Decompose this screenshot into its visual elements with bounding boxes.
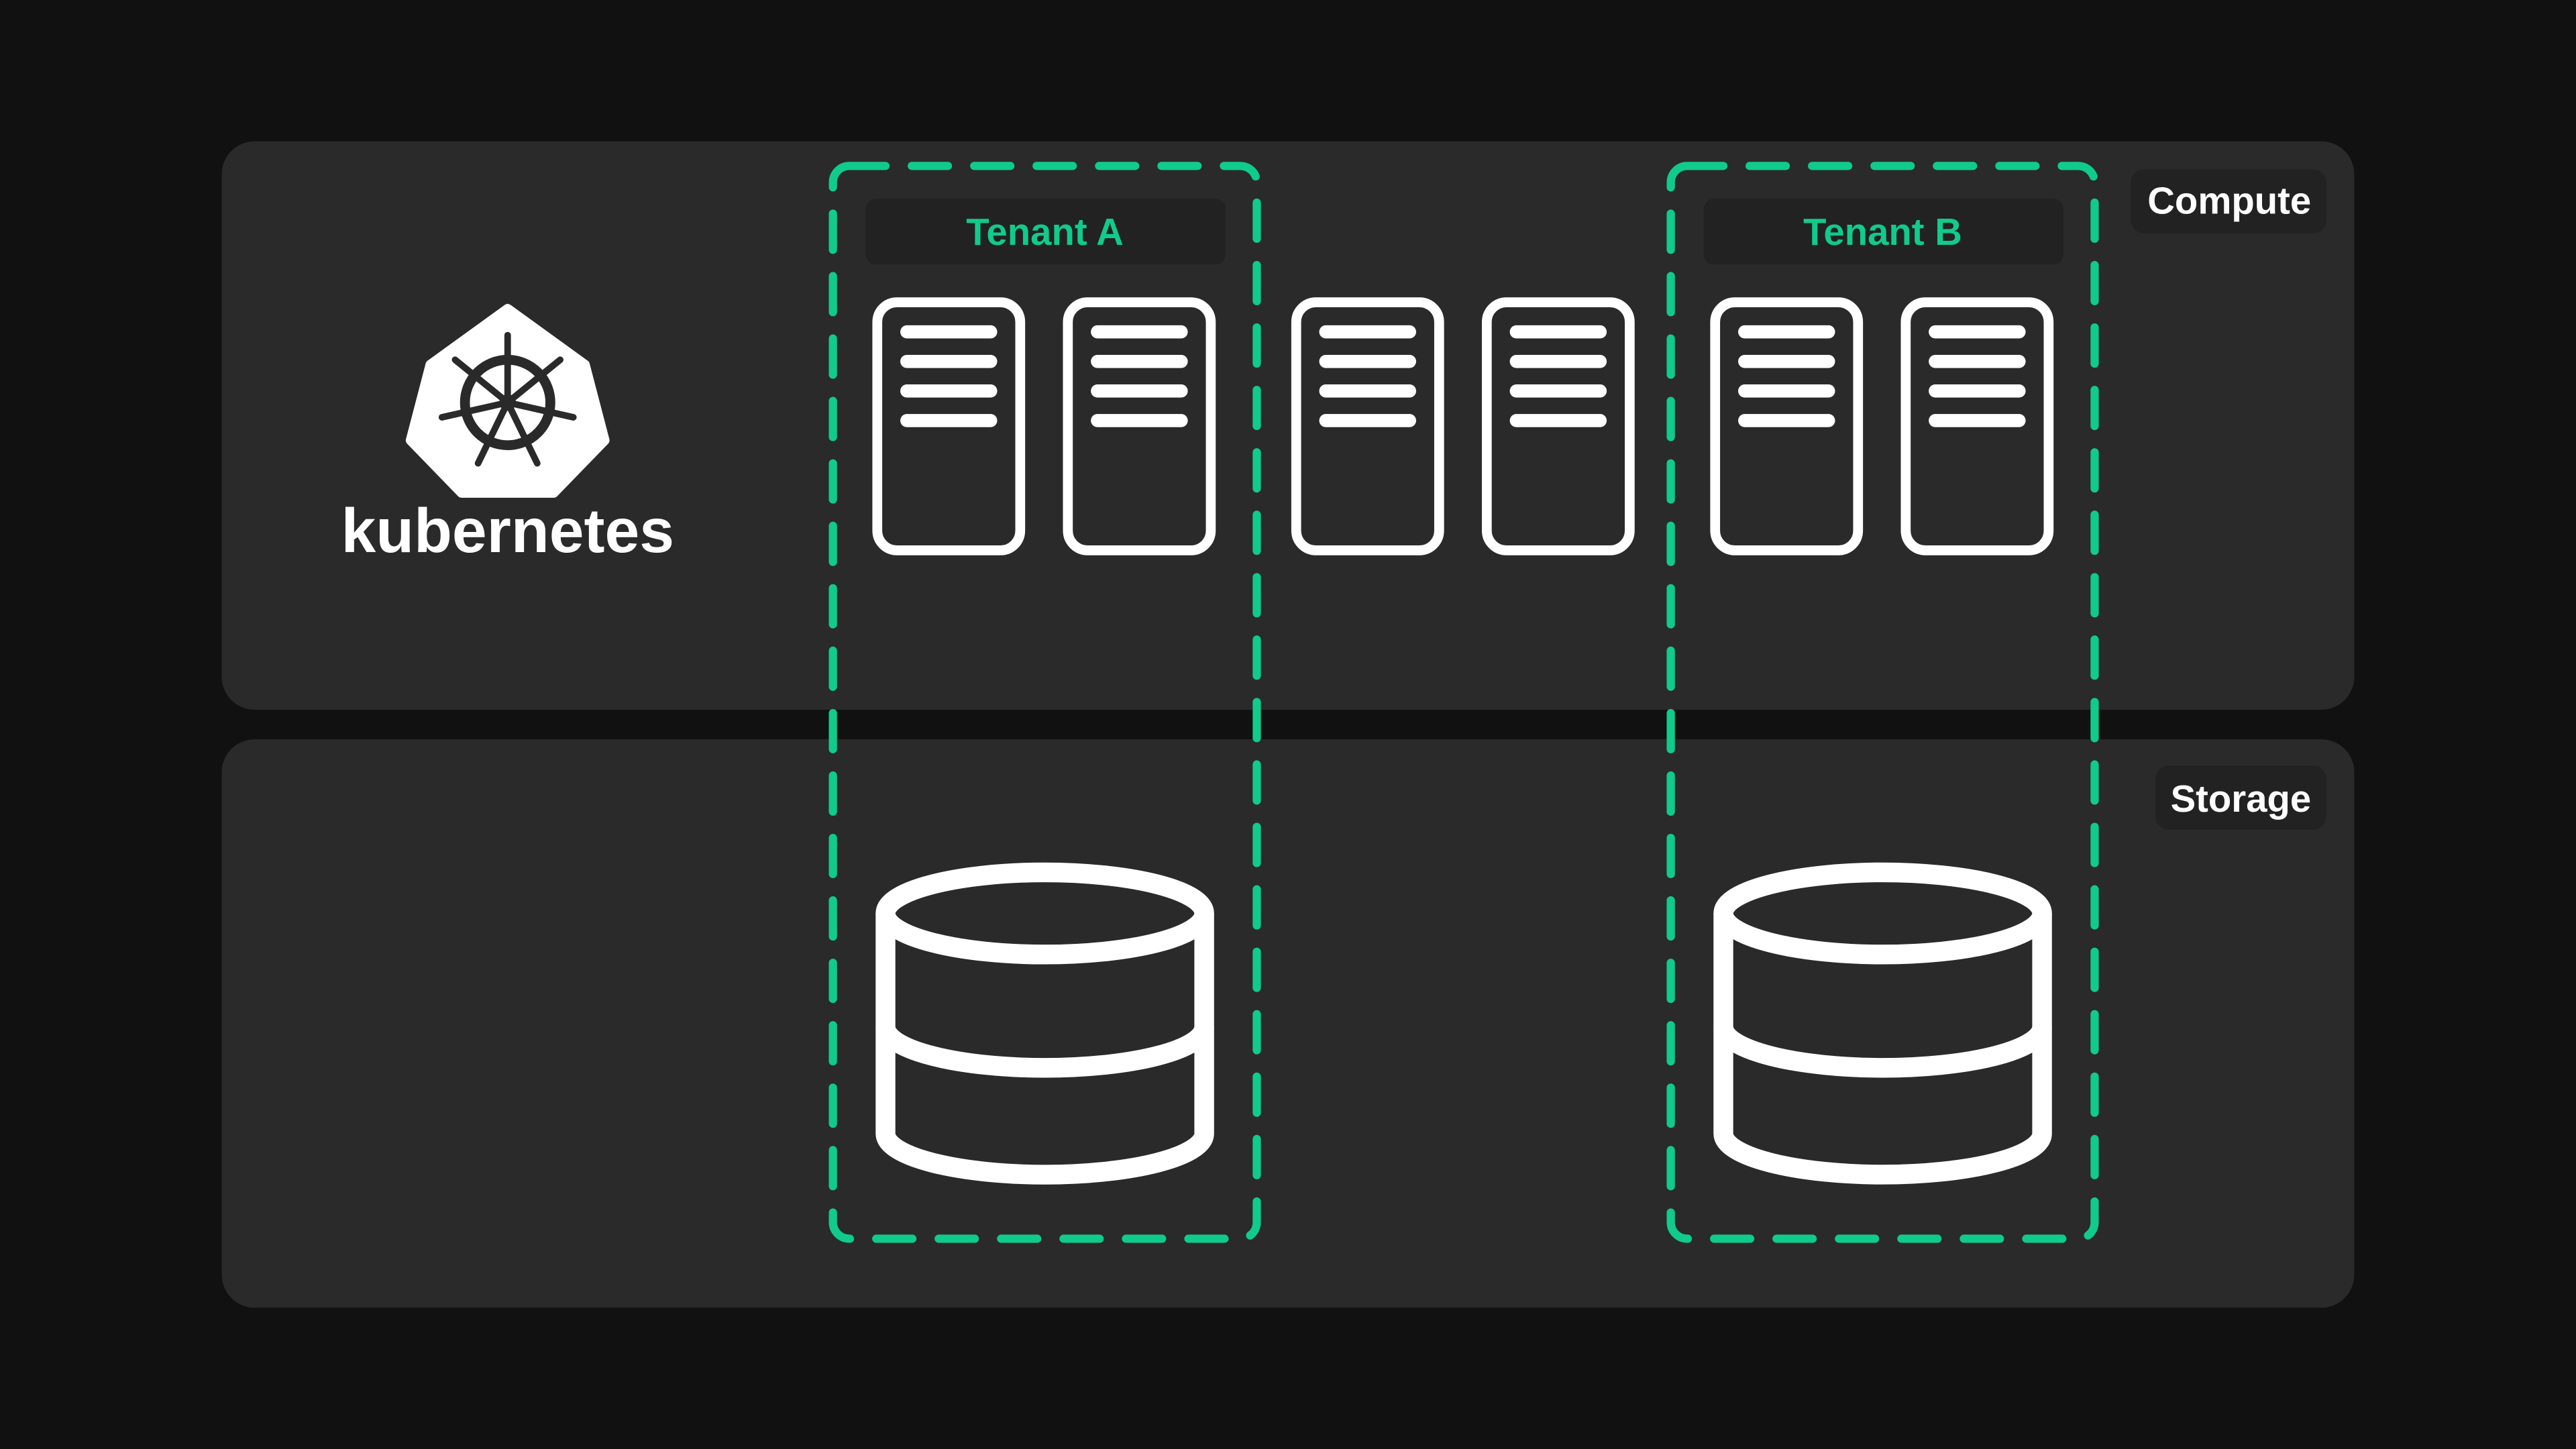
tenant-a-label-text: Tenant A — [966, 211, 1124, 253]
helm-wheel-icon — [438, 331, 577, 467]
database-icon — [875, 862, 1214, 1185]
compute-label: Compute — [2131, 169, 2326, 233]
server-icon — [1481, 297, 1635, 555]
kubernetes-logo: kubernetes — [341, 304, 674, 566]
server-icon — [1063, 297, 1216, 555]
tenant-b-boundary — [1666, 162, 2099, 1243]
server-icon — [1710, 297, 1864, 555]
storage-label: Storage — [2155, 765, 2326, 830]
tenant-b-label-text: Tenant B — [1803, 211, 1962, 253]
database-icon — [1713, 862, 2052, 1185]
server-icon — [1291, 297, 1444, 555]
compute-label-text: Compute — [2147, 179, 2311, 221]
compute-nodes — [872, 297, 2054, 555]
kubernetes-wordmark: kubernetes — [341, 496, 674, 566]
server-icon — [872, 297, 1026, 555]
tenant-a-label: Tenant A — [865, 199, 1226, 265]
tenant-a-boundary — [828, 162, 1261, 1243]
storage-label-text: Storage — [2171, 777, 2312, 820]
server-icon — [1900, 297, 2054, 555]
tenant-b-label: Tenant B — [1703, 199, 2063, 265]
storage-volumes — [875, 862, 2052, 1185]
compute-layer-panel — [221, 141, 2355, 710]
